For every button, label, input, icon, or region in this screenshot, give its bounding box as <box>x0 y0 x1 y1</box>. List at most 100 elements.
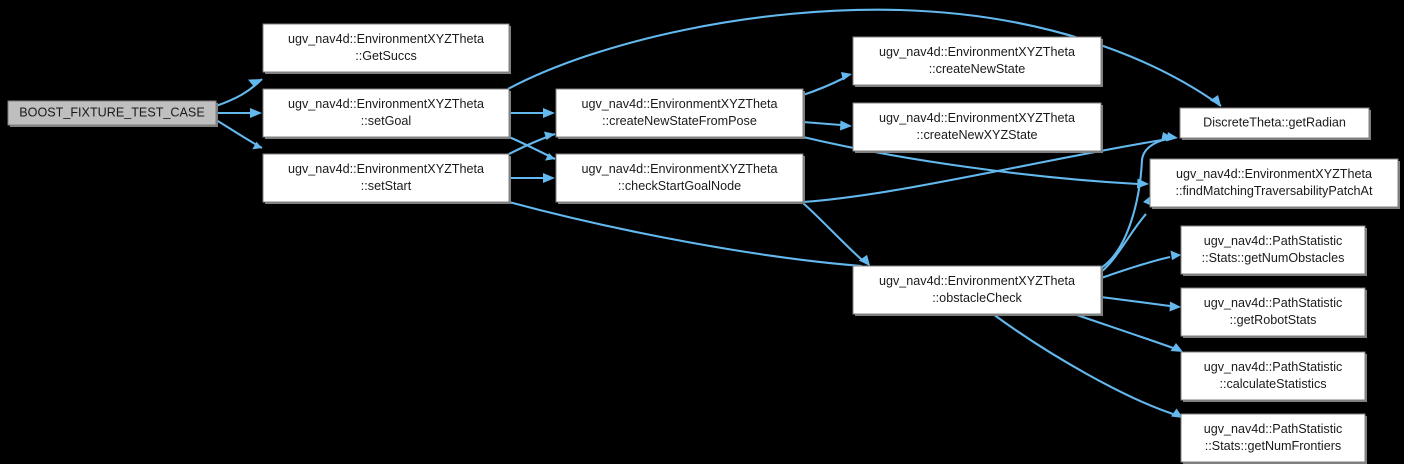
edge-set-goal-to-create-new-state-from-pose-arrowhead-icon <box>543 108 555 118</box>
edge-obstacle-check-to-stats-get-num-frontiers-line <box>992 313 1174 415</box>
edge-set-goal-to-get-radian-line <box>507 8 1222 107</box>
edge-check-start-goal-node-to-obstacle-check <box>802 202 870 266</box>
node-label-line: ::obstacleCheck <box>932 291 1022 305</box>
node-box[interactable] <box>262 23 510 73</box>
node-create-new-state-from-pose[interactable]: ugv_nav4d::EnvironmentXYZTheta::createNe… <box>555 88 805 139</box>
edges-layer <box>215 8 1222 418</box>
edge-create-new-state-from-pose-to-find-matching-line <box>802 135 1139 186</box>
node-obstacle-check[interactable]: ugv_nav4d::EnvironmentXYZTheta::obstacle… <box>852 265 1103 316</box>
edge-create-new-state-from-pose-to-create-new-xyz-state-line <box>802 120 842 127</box>
edge-set-goal-to-get-radian <box>507 8 1222 107</box>
node-label-line: ugv_nav4d::PathStatistic <box>1204 296 1343 310</box>
edge-obstacle-check-to-stats-get-num-obstacles <box>1100 250 1181 279</box>
node-box[interactable] <box>555 88 804 138</box>
edge-obstacle-check-to-calculate-statistics-line <box>1073 313 1174 349</box>
node-label-line: DiscreteTheta::getRadian <box>1203 115 1346 129</box>
node-create-new-state[interactable]: ugv_nav4d::EnvironmentXYZTheta::createNe… <box>852 36 1103 87</box>
node-box[interactable] <box>262 153 510 203</box>
node-label-line: ugv_nav4d::PathStatistic <box>1204 234 1343 248</box>
node-boost-fixture-test-case[interactable]: BOOST_FIXTURE_TEST_CASE <box>7 100 218 127</box>
node-box[interactable] <box>1180 351 1366 401</box>
node-check-start-goal-node[interactable]: ugv_nav4d::EnvironmentXYZTheta::checkSta… <box>555 153 805 204</box>
edge-set-goal-to-check-start-goal-node <box>508 136 556 161</box>
node-label-line: ugv_nav4d::EnvironmentXYZTheta <box>879 274 1075 288</box>
node-calculate-statistics[interactable]: ugv_nav4d::PathStatistic::calculateStati… <box>1180 351 1367 402</box>
edge-set-start-to-obstacle-check-line <box>508 200 863 268</box>
node-label-line: ::calculateStatistics <box>1219 377 1326 391</box>
edge-set-goal-to-create-new-state-from-pose <box>509 108 555 118</box>
edge-obstacle-check-to-calculate-statistics-arrowhead-icon <box>1170 343 1183 352</box>
node-box[interactable] <box>852 102 1102 152</box>
node-box[interactable] <box>1180 287 1366 337</box>
node-get-robot-stats[interactable]: ugv_nav4d::PathStatistic::getRobotStats <box>1180 287 1367 338</box>
node-label-line: ::createNewState <box>929 62 1026 76</box>
edge-obstacle-check-to-calculate-statistics <box>1073 313 1183 352</box>
node-label-line: ugv_nav4d::EnvironmentXYZTheta <box>879 45 1075 59</box>
node-label-line: ::checkStartGoalNode <box>618 179 741 193</box>
node-get-succs[interactable]: ugv_nav4d::EnvironmentXYZTheta::GetSuccs <box>262 23 511 74</box>
node-box[interactable] <box>1180 225 1366 275</box>
node-label-line: ::createNewXYZState <box>916 128 1037 142</box>
edge-create-new-state-from-pose-to-create-new-xyz-state <box>802 120 852 131</box>
edge-obstacle-check-to-get-radian <box>1100 132 1178 269</box>
node-label-line: ::Stats::getNumFrontiers <box>1205 439 1341 453</box>
edge-set-start-to-obstacle-check-arrowhead-icon <box>859 255 870 266</box>
edge-obstacle-check-to-stats-get-num-frontiers <box>992 313 1183 418</box>
node-stats-get-num-frontiers[interactable]: ugv_nav4d::PathStatistic::Stats::getNumF… <box>1180 413 1367 464</box>
node-label-line: ugv_nav4d::PathStatistic <box>1204 422 1343 436</box>
edge-create-new-state-from-pose-to-create-new-xyz-state-arrowhead-icon <box>840 120 852 131</box>
node-label-line: ugv_nav4d::EnvironmentXYZTheta <box>288 97 484 111</box>
node-box[interactable] <box>7 100 217 126</box>
node-label-line: BOOST_FIXTURE_TEST_CASE <box>19 105 204 119</box>
node-box[interactable] <box>1180 413 1366 463</box>
edge-set-goal-to-get-radian-arrowhead-icon <box>1210 95 1221 106</box>
node-box[interactable] <box>1149 158 1399 208</box>
node-label-line: ::createNewStateFromPose <box>602 114 757 128</box>
edge-boost-to-set-goal-arrowhead-icon <box>250 108 262 118</box>
edge-obstacle-check-to-get-radian-line <box>1100 137 1169 269</box>
node-set-goal[interactable]: ugv_nav4d::EnvironmentXYZTheta::setGoal <box>262 88 511 139</box>
edge-create-new-state-from-pose-to-create-new-state-arrowhead-icon <box>841 72 852 81</box>
edge-obstacle-check-to-stats-get-num-obstacles-line <box>1100 255 1171 279</box>
edge-set-start-to-check-start-goal-node-arrowhead-icon <box>543 173 555 183</box>
edge-obstacle-check-to-stats-get-num-obstacles-arrowhead-icon <box>1170 250 1181 261</box>
node-label-line: ugv_nav4d::EnvironmentXYZTheta <box>581 97 777 111</box>
node-label-line: ugv_nav4d::PathStatistic <box>1204 360 1343 374</box>
node-label-line: ::Stats::getNumObstacles <box>1202 251 1345 265</box>
edge-boost-to-get-succs-line <box>215 78 263 107</box>
edge-boost-to-get-succs <box>215 78 263 107</box>
node-label-line: ::findMatchingTraversabilityPatchAt <box>1176 184 1373 198</box>
node-box[interactable] <box>555 153 804 203</box>
edge-check-start-goal-node-to-get-radian-line <box>802 138 1163 204</box>
edge-set-start-to-create-new-state-from-pose-arrowhead-icon <box>544 131 555 140</box>
node-label-line: ::setGoal <box>361 114 411 128</box>
edge-boost-to-get-succs-arrowhead-icon <box>248 79 262 86</box>
edge-create-new-state-from-pose-to-create-new-state-line <box>802 77 845 96</box>
node-box[interactable] <box>852 265 1102 315</box>
node-label-line: ugv_nav4d::EnvironmentXYZTheta <box>1176 167 1372 181</box>
node-label-line: ugv_nav4d::EnvironmentXYZTheta <box>288 162 484 176</box>
edge-obstacle-check-to-get-robot-stats <box>1100 295 1181 312</box>
edge-create-new-state-from-pose-to-create-new-state <box>802 72 852 96</box>
edge-check-start-goal-node-to-obstacle-check-line <box>802 202 863 261</box>
edge-obstacle-check-to-get-radian-arrowhead-icon <box>1166 132 1178 142</box>
node-label-line: ugv_nav4d::EnvironmentXYZTheta <box>581 162 777 176</box>
node-label-line: ugv_nav4d::EnvironmentXYZTheta <box>879 111 1075 125</box>
edge-obstacle-check-to-stats-get-num-frontiers-arrowhead-icon <box>1171 408 1183 418</box>
node-create-new-xyz-state[interactable]: ugv_nav4d::EnvironmentXYZTheta::createNe… <box>852 102 1103 153</box>
node-box[interactable] <box>262 88 510 138</box>
node-stats-get-num-obstacles[interactable]: ugv_nav4d::PathStatistic::Stats::getNumO… <box>1180 225 1367 276</box>
node-find-matching-traversability-patch-at[interactable]: ugv_nav4d::EnvironmentXYZTheta::findMatc… <box>1149 158 1400 209</box>
edge-set-goal-to-check-start-goal-node-arrowhead-icon <box>545 153 555 161</box>
edge-set-start-to-check-start-goal-node <box>509 173 555 183</box>
nodes-layer: BOOST_FIXTURE_TEST_CASEugv_nav4d::Enviro… <box>7 23 1400 464</box>
edge-boost-to-set-start <box>215 119 263 150</box>
node-box[interactable] <box>852 36 1102 86</box>
node-get-radian[interactable]: DiscreteTheta::getRadian <box>1179 107 1371 140</box>
node-label-line: ::getRobotStats <box>1230 313 1317 327</box>
node-label-line: ::GetSuccs <box>355 49 417 63</box>
edge-set-start-to-create-new-state-from-pose <box>508 131 556 155</box>
node-box[interactable] <box>1179 107 1370 139</box>
node-set-start[interactable]: ugv_nav4d::EnvironmentXYZTheta::setStart <box>262 153 511 204</box>
